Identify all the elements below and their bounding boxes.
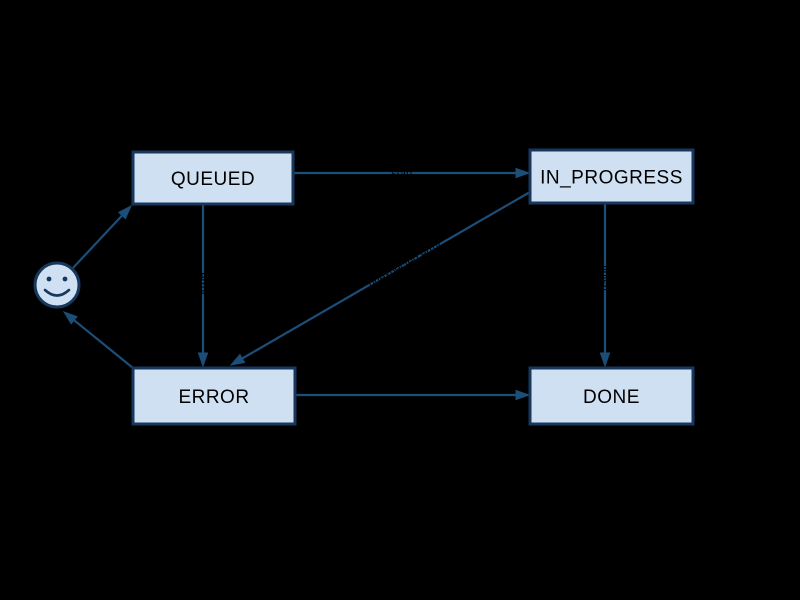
state-label-done: DONE [583,387,640,408]
state-node-start [33,261,81,309]
state-box-done [528,366,695,426]
edge-error-to-start [62,311,134,369]
edge-line [71,318,134,369]
arrowhead-icon [62,311,78,325]
edge-line [239,191,531,361]
edge-queued-to-error: error [196,204,209,368]
smiley-right-eye-icon [62,276,68,282]
arrowhead-icon [197,352,209,368]
state-node-error: ERROR [131,366,297,426]
start-smiley-icon [33,261,81,309]
arrowhead-icon [599,352,611,368]
edge-start-to-queued [71,204,133,270]
edge-error-to-done [295,389,531,401]
arrowhead-icon [229,353,246,366]
state-box-queued [131,150,295,206]
edge-queued-to-in_progress: start [293,167,531,180]
arrowhead-icon [515,167,531,179]
state-label-in_progress: IN_PROGRESS [540,168,683,189]
state-box-in_progress [528,148,695,205]
state-node-done: DONE [528,366,695,426]
state-node-queued: QUEUED [131,150,295,206]
smiley-mouth-icon [43,288,71,297]
arrowhead-icon [117,204,133,220]
smiley-left-eye-icon [46,276,52,282]
arrowhead-icon [515,389,531,401]
edge-label-queued-to-in_progress: start [391,168,412,180]
edge-label-in_progress-to-done: finish [598,265,610,291]
edge-line [71,213,125,270]
edge-in_progress-to-done: finish [598,203,611,368]
state-node-in_progress: IN_PROGRESS [528,148,695,205]
state-label-error: ERROR [178,387,249,408]
state-box-error [131,366,297,426]
edge-label-queued-to-error: error [196,272,208,296]
state-label-queued: QUEUED [171,169,255,190]
